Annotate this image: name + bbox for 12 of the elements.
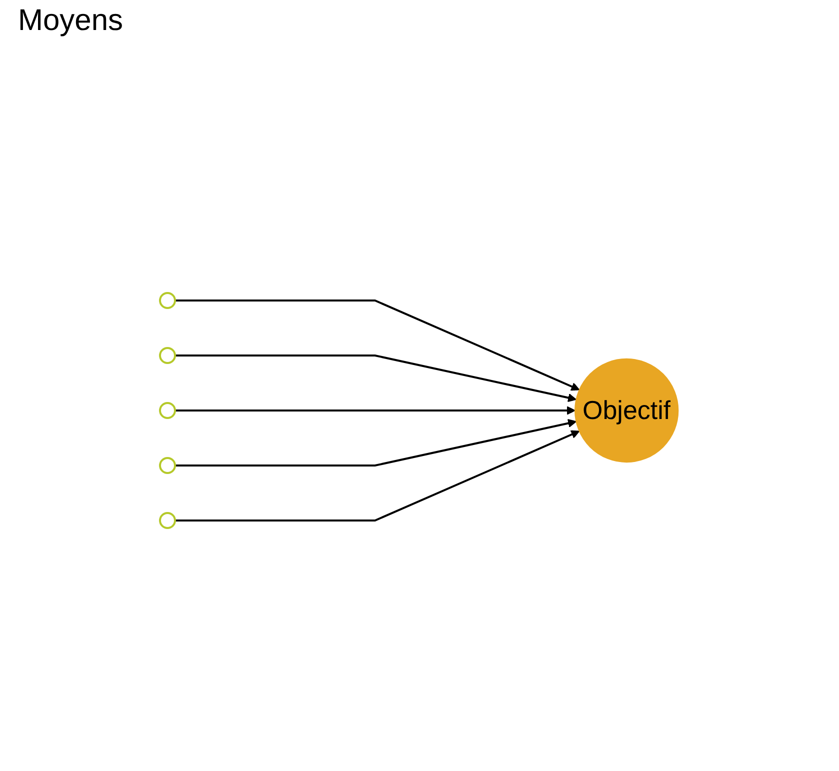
node-circle — [159, 512, 176, 528]
node-circle — [159, 346, 176, 364]
arrow — [175, 430, 580, 521]
arrow — [175, 406, 576, 414]
group-heading: Moyens — [18, 4, 124, 38]
arrow — [175, 299, 580, 390]
node-circle: Objectif — [574, 358, 680, 462]
arrow — [175, 354, 577, 402]
node-circle — [159, 456, 176, 474]
arrow — [175, 418, 577, 466]
node-circle — [159, 402, 176, 418]
node-circle — [159, 292, 176, 308]
